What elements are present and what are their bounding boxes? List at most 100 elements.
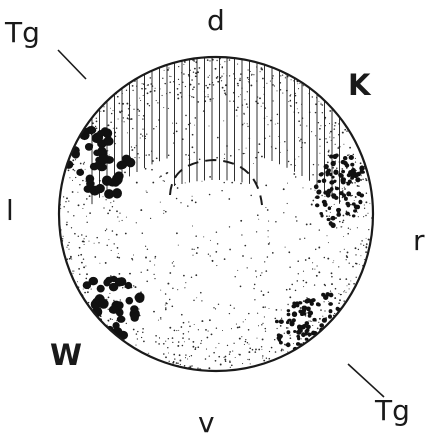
stipple-dot (145, 246, 146, 247)
stipple-dot (195, 201, 197, 203)
stipple-dot (105, 230, 106, 231)
stipple-dot (287, 203, 288, 204)
stipple-dot (165, 356, 167, 358)
cell-dot (346, 182, 350, 186)
stipple-dot (303, 300, 305, 302)
cell-dot (322, 318, 327, 323)
stipple-dot (224, 154, 225, 155)
cell-dot (296, 330, 301, 335)
stipple-dot (333, 260, 334, 261)
stipple-dot (253, 288, 254, 289)
stipple-dot (217, 243, 218, 244)
stipple-dot (289, 267, 290, 268)
stipple-dot (137, 109, 139, 111)
stipple-dot (109, 293, 110, 294)
stipple-dot (195, 347, 196, 348)
stipple-dot (210, 101, 211, 102)
stipple-dot (112, 206, 113, 207)
stipple-dot (188, 331, 189, 332)
stipple-dot (209, 75, 210, 76)
stipple-dot (197, 101, 199, 103)
stipple-dot (234, 308, 235, 309)
stipple-dot (304, 142, 306, 144)
cell-dot (85, 143, 93, 151)
stipple-dot (146, 155, 147, 156)
stipple-dot (248, 329, 250, 331)
cell-dot (288, 319, 292, 322)
stipple-dot (74, 233, 76, 235)
stipple-dot (216, 77, 218, 79)
cell-dot (350, 163, 354, 167)
stipple-dot (247, 126, 248, 127)
stipple-dot (282, 74, 283, 75)
stipple-dot (185, 282, 186, 283)
stipple-dot (164, 181, 165, 182)
stipple-dot (366, 243, 368, 245)
stipple-dot (126, 103, 128, 105)
cell-dot (86, 175, 95, 184)
stipple-dot (295, 95, 297, 97)
stipple-dot (185, 128, 187, 130)
stipple-dot (84, 238, 85, 239)
stipple-dot (221, 75, 222, 76)
stipple-dot (230, 305, 231, 306)
stipple-dot (255, 349, 256, 350)
stipple-dot (283, 188, 285, 190)
stipple-dot (353, 283, 355, 285)
stipple-dot (348, 154, 349, 155)
stipple-dot (362, 179, 363, 180)
stipple-dot (177, 187, 179, 189)
stipple-dot (329, 137, 330, 138)
stipple-dot (266, 358, 267, 359)
stipple-dot (156, 100, 157, 101)
stipple-dot (334, 128, 336, 130)
stipple-dot (128, 118, 129, 119)
stipple-dot (120, 299, 121, 300)
stipple-dot (288, 101, 289, 102)
stipple-dot (269, 136, 270, 137)
stipple-dot (352, 266, 354, 268)
stipple-dot (139, 157, 140, 158)
stipple-dot (268, 236, 269, 237)
stipple-dot (283, 212, 284, 213)
cell-dot (350, 320, 353, 323)
stipple-dot (160, 290, 161, 291)
stipple-dot (221, 80, 222, 81)
stipple-dot (347, 233, 349, 235)
stipple-dot (215, 308, 216, 309)
stipple-dot (193, 97, 195, 99)
stipple-dot (293, 80, 294, 81)
stipple-dot (350, 229, 351, 230)
stipple-dot (237, 83, 239, 85)
stipple-dot (353, 154, 354, 155)
stipple-dot (112, 230, 114, 232)
stipple-dot (262, 78, 264, 80)
cell-dot (97, 130, 105, 137)
stipple-dot (136, 222, 137, 223)
stipple-dot (73, 169, 75, 171)
stipple-dot (343, 300, 344, 301)
stipple-dot (69, 177, 70, 178)
stipple-dot (183, 64, 184, 65)
stipple-dot (66, 247, 67, 248)
stipple-dot (275, 124, 276, 125)
stipple-dot (172, 337, 174, 339)
stipple-dot (237, 116, 238, 117)
cell-dot (61, 149, 69, 158)
stipple-dot (210, 240, 211, 241)
stipple-dot (159, 338, 160, 339)
stipple-dot (247, 267, 248, 268)
stipple-dot (322, 316, 323, 317)
stipple-dot (247, 77, 249, 79)
stipple-dot (183, 275, 185, 277)
stipple-dot (85, 169, 86, 170)
stipple-dot (62, 238, 63, 239)
cell-dot (306, 325, 311, 330)
cell-dot (117, 316, 126, 323)
stipple-dot (207, 59, 209, 61)
stipple-dot (265, 306, 266, 307)
cell-dot (351, 310, 354, 313)
stipple-dot (79, 247, 81, 249)
disc-outline (59, 57, 373, 371)
stipple-dot (224, 90, 226, 92)
